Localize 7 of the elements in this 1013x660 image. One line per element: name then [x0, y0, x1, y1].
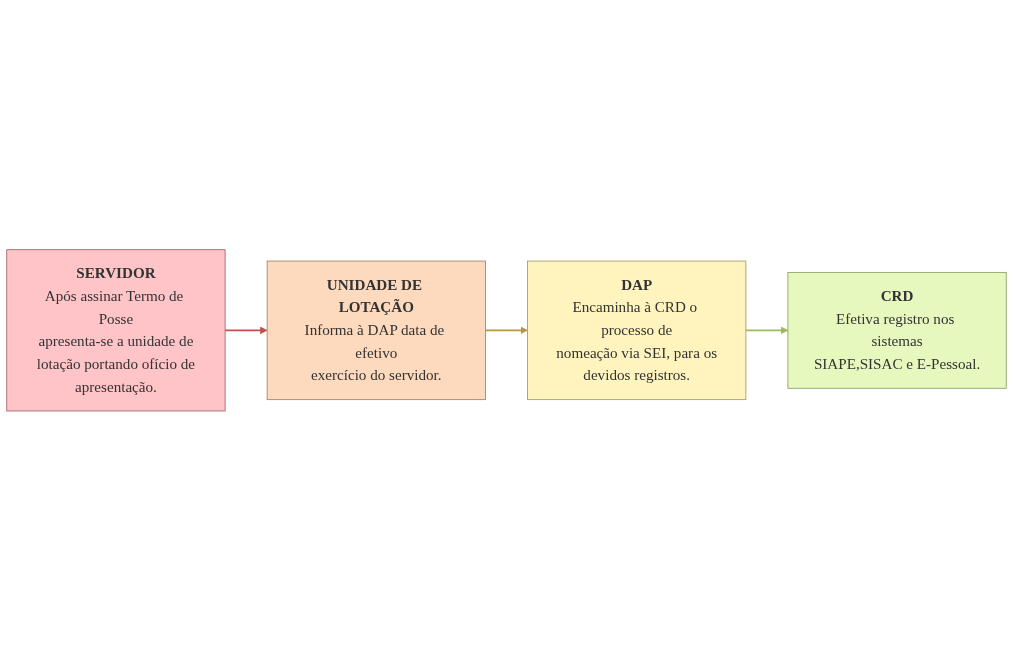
arrow	[745, 326, 789, 334]
arrow	[224, 326, 268, 334]
arrow	[484, 326, 528, 334]
node-box: UNIDADE DE LOTAÇÃO Informa à DAP data de efetivo exercício do servidor.	[266, 260, 486, 400]
node-box: SERVIDOR Após assinar Termo de Posse apresenta-se a unidade de lotação portando ofício de apresentação.	[6, 248, 226, 412]
node-box: DAP Encaminha à CRD o processo de nomeação via SEI, para os devidos registros.	[527, 260, 747, 400]
node-box: CRD Efetiva registro nos sistemas SIAPE,SISAC e E-Pessoal.	[787, 271, 1007, 389]
